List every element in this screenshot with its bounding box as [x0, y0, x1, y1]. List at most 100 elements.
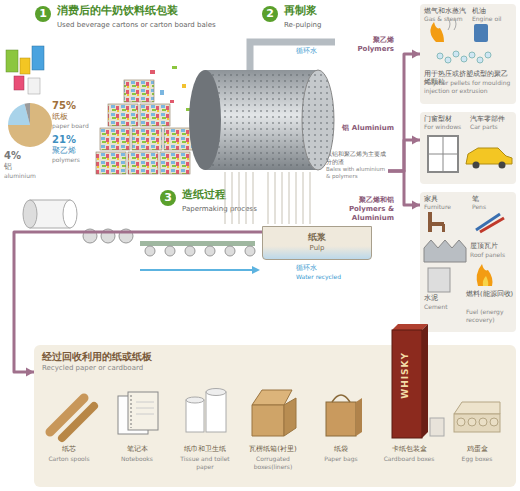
- paper-machine: [205, 246, 215, 256]
- carton-stream: [192, 96, 197, 100]
- pulp-stream: [310, 172, 311, 224]
- carton-bales: [96, 152, 126, 174]
- node-text: 燃料(能源回收): [466, 290, 514, 298]
- product-panel: 家具Furniture笔Pens屋顶瓦片Roof panels水泥Cement燃…: [420, 192, 516, 332]
- carton-bales: [108, 104, 138, 126]
- carton-bales: [160, 152, 190, 174]
- carton-illustration: [6, 46, 44, 94]
- brand-text: WHISKY: [400, 352, 414, 399]
- paper-machine: [245, 246, 255, 256]
- carton-stream: [186, 108, 191, 111]
- pulp-stream: [282, 172, 283, 224]
- arrow-head: [412, 201, 420, 210]
- node-text: Engine oil: [472, 15, 514, 23]
- paper-machine: [140, 241, 255, 246]
- node-text: 纸浆: [263, 232, 371, 243]
- pulp-stream: [268, 172, 269, 224]
- carton-bales: [96, 80, 194, 174]
- node-text: 造纸过程: [182, 188, 290, 202]
- paper-machine: [23, 200, 37, 228]
- node-text: 以铝和聚乙烯为主要成分的渣: [326, 150, 388, 165]
- node-text: For windows: [424, 123, 468, 131]
- pie-chart: [8, 103, 52, 147]
- arrow-head: [26, 368, 34, 377]
- node-text: 纸袋: [308, 445, 374, 454]
- node-text: 家具: [424, 195, 468, 203]
- flow-arrow: [388, 136, 420, 172]
- annotation-label: 循环水: [296, 264, 372, 272]
- step-header: 3 造纸过程 Papermaking process: [160, 188, 290, 218]
- node-text: Re-pulping: [284, 21, 404, 30]
- flow-line: [388, 54, 420, 171]
- annotation-label: 铝: [4, 162, 34, 172]
- node-text: 3: [160, 190, 176, 206]
- pulp-stream: [275, 172, 276, 224]
- paper-machine: [165, 246, 175, 256]
- paper-machine: [101, 229, 115, 243]
- pie-chart: [25, 103, 30, 125]
- carton-bales: [124, 80, 154, 102]
- carton-illustration: [14, 76, 24, 90]
- node-text: Used beverage cartons or carton board ba…: [57, 21, 257, 30]
- flow-arrow: [14, 232, 262, 377]
- carton-stream: [182, 84, 186, 88]
- flow-line: [388, 140, 420, 171]
- paper-machine: [30, 200, 70, 228]
- product-panel: 燃气和水蒸汽Gas & steam机油Engine oil用于热压或挤塑成型的聚…: [420, 4, 516, 104]
- node-text: Fuel (energy recovery): [466, 308, 514, 323]
- node-text: Gas & steam: [424, 15, 470, 23]
- carton-stream: [150, 70, 155, 74]
- pulp-stream: [246, 172, 247, 224]
- paper-machine: [185, 246, 195, 256]
- edge-label: 铝 Aluminium: [338, 124, 394, 133]
- annotation-label: 21%: [52, 134, 92, 146]
- pulper-drum: [189, 70, 221, 170]
- water-pipe: [250, 74, 251, 94]
- carton-stream: [198, 78, 202, 82]
- annotation-label: Water recycled: [296, 273, 372, 280]
- node-text: Cement: [424, 303, 464, 311]
- pulp-stream: [232, 172, 233, 224]
- water-return-arrow: [252, 266, 260, 274]
- water-pipe: [236, 42, 335, 94]
- pulper-drum: [205, 70, 318, 170]
- node-text: Tissue and toilet paper: [172, 455, 238, 470]
- node-text: 卡纸包装盒: [376, 445, 442, 454]
- pulp-stream: [289, 172, 290, 224]
- node-text: 经过回收利用的纸或纸板: [42, 351, 342, 364]
- paper-machine: [145, 246, 155, 256]
- node-text: Notebooks: [104, 455, 170, 463]
- node-text: 水泥: [424, 294, 464, 302]
- node-text: 汽车零部件: [470, 115, 514, 123]
- annotation-label: 纸板: [52, 112, 92, 122]
- node-text: Cardboard boxes: [376, 455, 442, 463]
- carton-illustration: [20, 58, 30, 74]
- annotation-label: 4%: [4, 150, 34, 162]
- pulp-stream: [303, 172, 304, 224]
- annotation-label: paper board: [52, 122, 96, 129]
- node-text: 机油: [472, 7, 514, 15]
- node-text: Pulp: [263, 244, 371, 253]
- carton-stream: [172, 66, 177, 69]
- edge-label: 聚乙烯 Polymers: [338, 36, 394, 54]
- pulper-drum: [189, 70, 334, 170]
- water-return-arrow: [140, 269, 252, 271]
- carton-bales: [100, 128, 130, 150]
- node-text: Papermaking process: [182, 205, 290, 214]
- carton-bales: [132, 128, 162, 150]
- carton-bales: [128, 152, 158, 174]
- pie-chart: [8, 103, 52, 147]
- node-text: Carton spools: [36, 455, 102, 463]
- node-text: Corrugated boxes(liners): [240, 455, 306, 470]
- node-text: 1: [35, 6, 51, 22]
- pulp-stream: [239, 172, 240, 224]
- carton-stream: [150, 66, 202, 111]
- node-text: Pens: [472, 203, 514, 211]
- node-text: 燃气和水蒸汽: [424, 7, 470, 15]
- paper-machine: [83, 229, 97, 243]
- node-text: Roof panels: [470, 251, 514, 259]
- carton-bales: [140, 104, 170, 126]
- node-text: 屋顶瓦片: [470, 242, 514, 250]
- annotation-label: 循环水: [296, 47, 336, 55]
